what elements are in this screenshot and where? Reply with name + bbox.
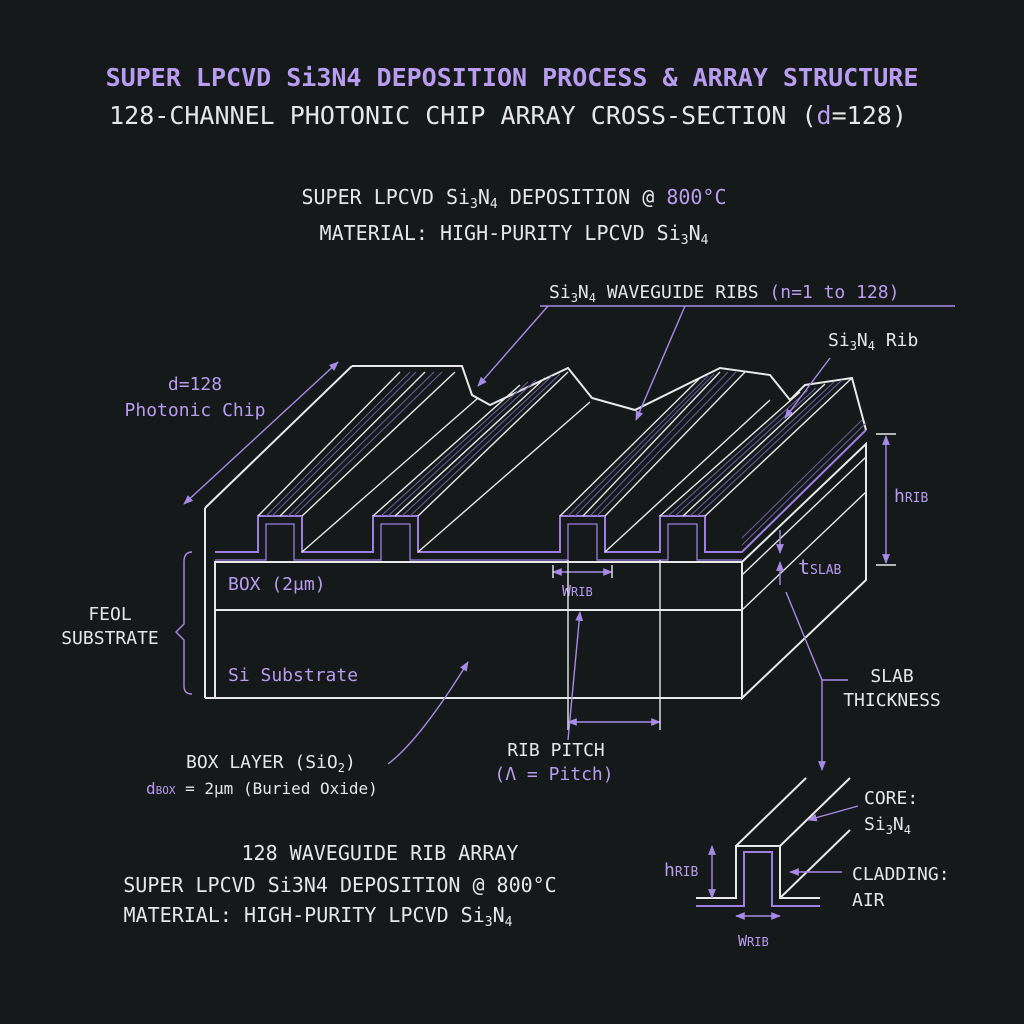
detail-rib-outline xyxy=(696,845,820,899)
title-line-2: 128-CHANNEL PHOTONIC CHIP ARRAY CROSS-SE… xyxy=(109,101,907,130)
slab-thickness-line-1: SLAB xyxy=(870,666,913,687)
chip-right-face xyxy=(741,441,867,701)
process-header-line-2: MATERIAL: HIGH-PURITY LPCVD Si3N4 xyxy=(320,221,709,248)
chip-block xyxy=(204,365,867,701)
detail-h-rib-label: hRIB xyxy=(664,860,698,881)
process-header-line-1: SUPER LPCVD Si3N4 DEPOSITION @ 800°C xyxy=(301,185,726,212)
footer-line-2: SUPER LPCVD Si3N4 DEPOSITION @ 800°C xyxy=(123,873,556,897)
left-face-top-edge xyxy=(204,365,353,509)
detail-back-edge-2 xyxy=(779,777,851,847)
box-inside-label: BOX (2μm) xyxy=(228,574,326,595)
detail-w-rib-label: WRIB xyxy=(738,932,769,950)
waveguide-ribs-label: Si3N4 WAVEGUIDE RIBS (n=1 to 128) xyxy=(549,282,899,305)
w-rib-label: WRIB xyxy=(562,582,593,600)
back-rib-profile xyxy=(352,365,867,431)
title-line-1: SUPER LPCVD Si3N4 DEPOSITION PROCESS & A… xyxy=(106,63,919,92)
footer-line-1: 128 WAVEGUIDE RIB ARRAY xyxy=(242,841,519,865)
footer-line-3: MATERIAL: HIGH-PURITY LPCVD Si3N4 xyxy=(124,903,513,930)
h-rib-label: hRIB xyxy=(894,486,928,507)
rib-edges xyxy=(257,371,853,553)
box-layer-label: BOX LAYER (SiO2) xyxy=(186,752,356,775)
cladding-label-line-1: CLADDING: xyxy=(852,864,950,885)
feol-label-line-1: FEOL xyxy=(88,604,132,625)
feol-label-line-2: SUBSTRATE xyxy=(61,628,159,649)
detail-inset: hRIB WRIB CORE: Si3N4 CLADDING: AIR xyxy=(664,777,950,950)
rib-pointer xyxy=(784,357,831,419)
detail-back-edge-3 xyxy=(779,829,851,899)
rib-pitch-line-1: RIB PITCH xyxy=(507,740,605,761)
rib-pitch-line-2: (Λ = Pitch) xyxy=(494,764,613,785)
si3n4-rib-label: Si3N4 Rib xyxy=(828,330,918,353)
right-face-layer-line xyxy=(741,491,867,611)
t-slab-label: tSLAB xyxy=(798,555,842,579)
feol-bracket xyxy=(175,551,193,695)
core-pointer xyxy=(807,805,859,822)
ribs-pointer-2 xyxy=(635,305,686,421)
cladding-label-line-2: AIR xyxy=(852,890,885,911)
chip-label-line-2: Photonic Chip xyxy=(125,400,266,421)
right-face-slab-line xyxy=(741,456,867,576)
detail-back-edge-1 xyxy=(735,777,807,847)
ribs-pointer-1 xyxy=(477,305,549,387)
si-substrate-label: Si Substrate xyxy=(228,665,358,686)
core-label-line-1: CORE: xyxy=(864,788,918,809)
rib-pitch-pointer xyxy=(567,611,584,741)
chip-label-line-1: d=128 xyxy=(168,374,222,395)
slab-thickness-line-2: THICKNESS xyxy=(843,690,941,711)
detail-rib-inner xyxy=(696,851,820,907)
front-rib-profile-inner xyxy=(215,523,742,561)
box-layer-pointer xyxy=(387,661,469,765)
chip-depth-dimension xyxy=(183,361,339,505)
core-label-line-2: Si3N4 xyxy=(864,814,911,837)
dbox-label: dBOX = 2μm (Buried Oxide) xyxy=(146,779,378,798)
